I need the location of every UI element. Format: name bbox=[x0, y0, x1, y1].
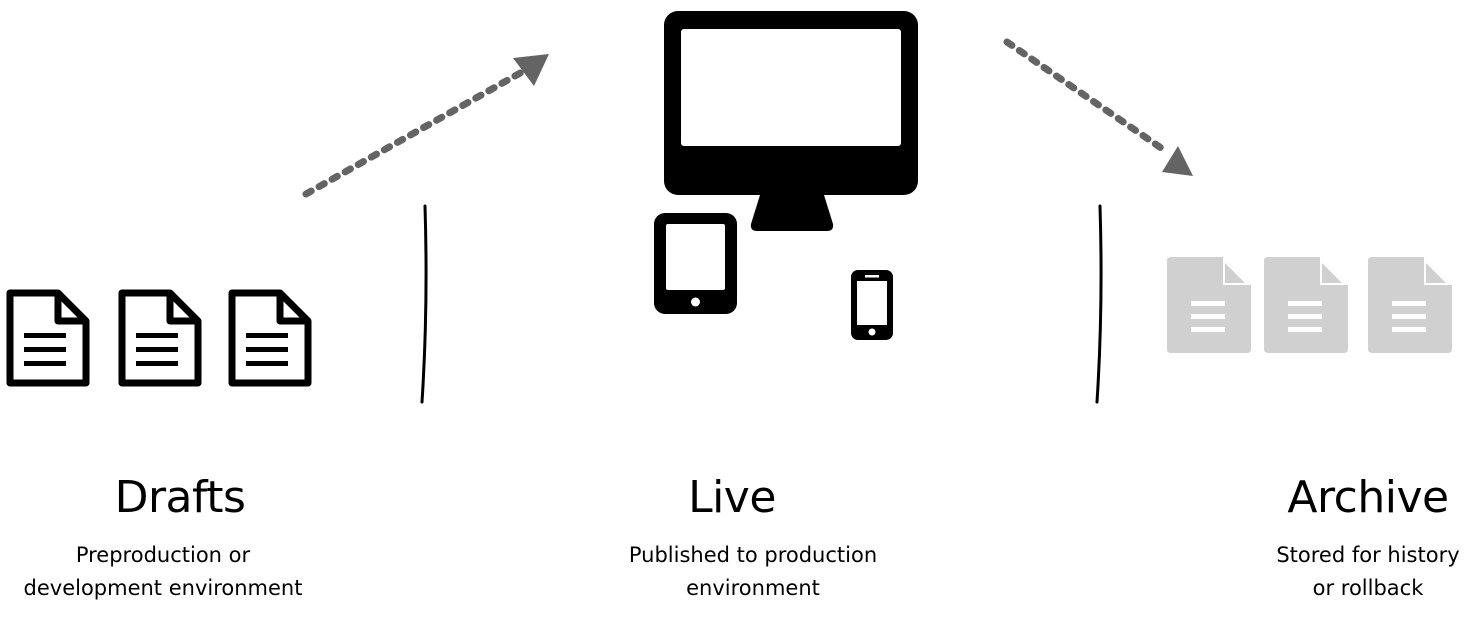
live-description-line-2: environment bbox=[686, 576, 820, 600]
live-description: Published to production environment bbox=[594, 539, 912, 605]
desktop-monitor-icon bbox=[664, 11, 918, 231]
drafts-doc-icon-3 bbox=[232, 293, 308, 383]
archive-doc-icon-1 bbox=[1167, 257, 1251, 353]
live-title: Live bbox=[688, 472, 776, 523]
arrow-drafts-to-live bbox=[302, 54, 549, 198]
live-description-line-1: Published to production bbox=[628, 543, 878, 567]
archive-description: Stored for history or rollback bbox=[1258, 539, 1478, 605]
arrow-head-icon bbox=[1162, 146, 1193, 176]
arrow-live-to-archive bbox=[1003, 38, 1193, 176]
archive-description-line-1: Stored for history bbox=[1276, 543, 1460, 567]
archive-title: Archive bbox=[1287, 472, 1449, 523]
separator-line-left bbox=[420, 204, 428, 404]
separator-line-right bbox=[1095, 204, 1103, 404]
drafts-description-line-2: development environment bbox=[23, 576, 303, 600]
drafts-title: Drafts bbox=[114, 472, 246, 523]
drafts-description-line-1: Preproduction or bbox=[75, 543, 251, 567]
archive-doc-icon-3 bbox=[1368, 257, 1452, 353]
drafts-doc-icon-2 bbox=[122, 293, 198, 383]
archive-doc-icon-2 bbox=[1264, 257, 1348, 353]
smartphone-icon bbox=[851, 270, 893, 340]
drafts-description: Preproduction or development environment bbox=[0, 539, 326, 605]
tablet-icon bbox=[654, 213, 737, 314]
arrow-head-icon bbox=[513, 54, 549, 86]
archive-description-line-2: or rollback bbox=[1312, 576, 1424, 600]
drafts-doc-icon-1 bbox=[10, 293, 86, 383]
